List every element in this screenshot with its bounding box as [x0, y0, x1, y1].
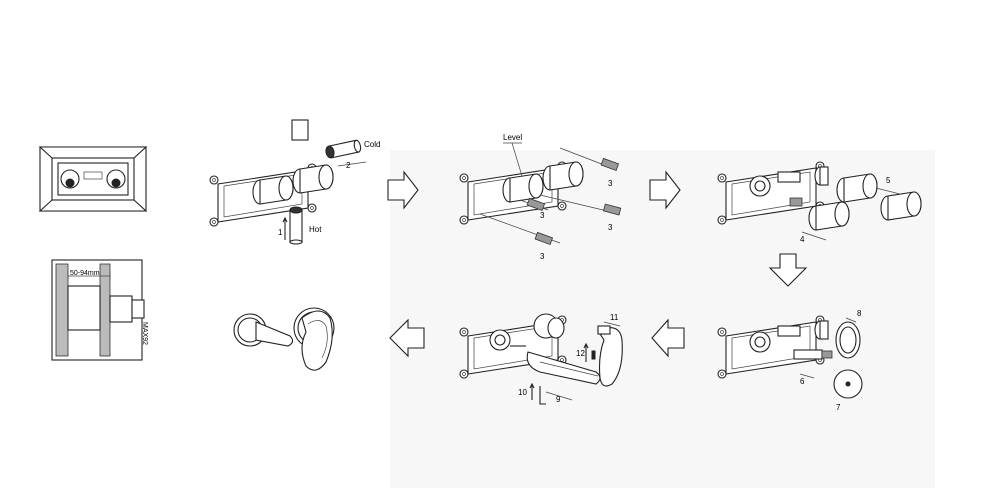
front-view-drawing [38, 146, 148, 212]
label-step-5: 5 [886, 176, 891, 185]
arrow-down-icon [768, 253, 808, 287]
label-wall-depth: 50-94mm [70, 270, 100, 277]
arrow-left-icon [389, 318, 425, 358]
label-hot: Hot [309, 225, 322, 234]
label-step-3a: 3 [608, 179, 613, 188]
label-step-3c: 3 [608, 223, 613, 232]
label-max-depth: MAX92 [141, 322, 148, 345]
label-step-3d: 3 [540, 252, 545, 261]
step-1-drawing [209, 119, 367, 245]
arrow-right-icon [387, 170, 419, 210]
label-step-6: 6 [800, 377, 805, 386]
label-cold: Cold [364, 140, 381, 149]
label-step-2: 2 [346, 161, 351, 170]
step-5-drawing [459, 313, 623, 405]
arrow-left-icon [651, 318, 685, 358]
label-step-11: 11 [610, 313, 619, 322]
side-view-drawing [51, 259, 145, 361]
label-step-10: 10 [518, 388, 527, 397]
step-2-drawing [459, 142, 622, 246]
label-step-4: 4 [800, 235, 805, 244]
label-step-3b: 3 [540, 211, 545, 220]
arrow-right-icon [649, 170, 681, 210]
step-4-drawing [717, 315, 863, 399]
label-step-9: 9 [556, 395, 561, 404]
final-assembly-drawing [233, 307, 335, 371]
step-3-drawing [717, 161, 922, 241]
label-step-7: 7 [836, 403, 841, 412]
label-step-12: 12 [576, 349, 585, 358]
label-level: Level [503, 133, 523, 142]
label-step-8: 8 [857, 309, 862, 318]
label-step-1: 1 [278, 228, 283, 237]
